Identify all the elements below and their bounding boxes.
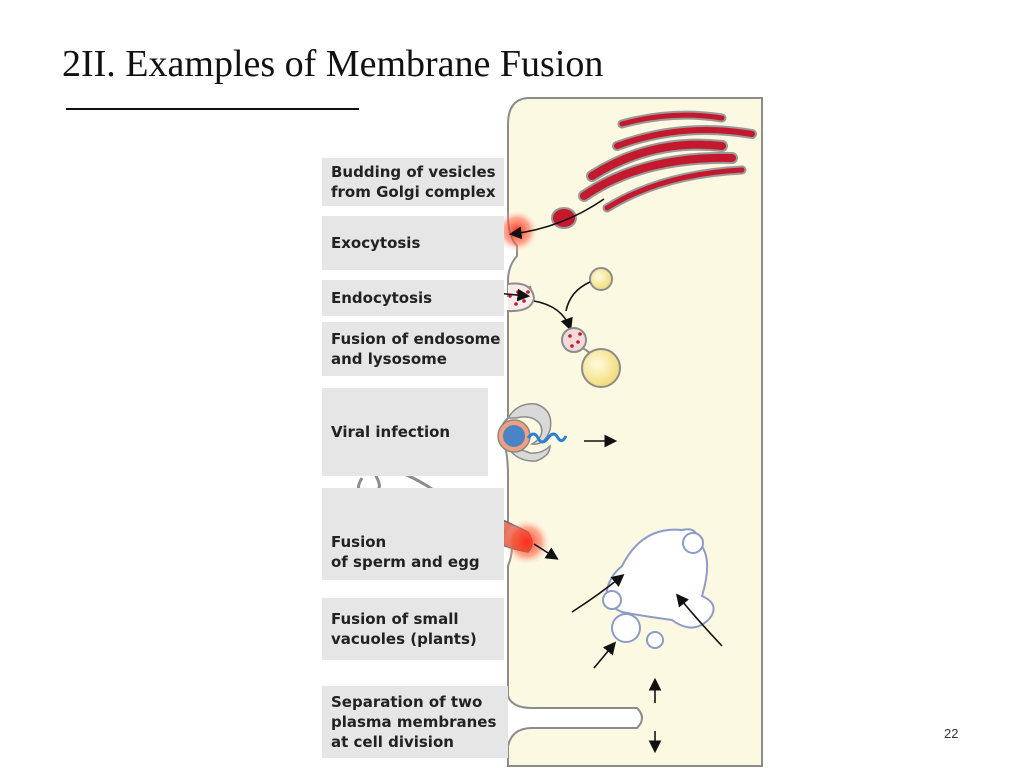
cell-illustration	[356, 97, 763, 767]
page-number: 22	[944, 726, 959, 741]
label-cell-division-text: Separation of two plasma membranes at ce…	[331, 693, 497, 751]
label-plant-vacuoles-text: Fusion of small vacuoles (plants)	[331, 610, 477, 648]
virus-entry	[497, 403, 618, 462]
label-viral-infection: Viral infection	[322, 388, 488, 476]
label-sperm-egg-text: Fusion of sperm and egg	[331, 533, 480, 571]
label-exocytosis-text: Exocytosis	[331, 234, 421, 252]
label-exocytosis: Exocytosis	[322, 216, 504, 270]
slide-title: 2II. Examples of Membrane Fusion	[62, 43, 604, 85]
title-underline	[66, 108, 359, 110]
membrane-fusion-figure: Budding of vesicles from Golgi complex E…	[322, 96, 763, 767]
label-viral-infection-text: Viral infection	[331, 423, 451, 441]
label-endosome-lysosome: Fusion of endosome and lysosome	[322, 322, 504, 376]
plant-vacuoles	[571, 528, 723, 669]
endosome-lysosome	[561, 327, 621, 388]
label-golgi-budding-text: Budding of vesicles from Golgi complex	[331, 163, 496, 201]
label-endocytosis-text: Endocytosis	[331, 289, 433, 307]
label-sperm-egg: Fusion of sperm and egg	[322, 488, 504, 580]
label-plant-vacuoles: Fusion of small vacuoles (plants)	[322, 598, 504, 660]
label-cell-division: Separation of two plasma membranes at ce…	[322, 686, 508, 758]
label-endosome-lysosome-text: Fusion of endosome and lysosome	[331, 330, 501, 368]
label-endocytosis: Endocytosis	[322, 280, 504, 316]
label-golgi-budding: Budding of vesicles from Golgi complex	[322, 158, 504, 206]
endocytosis-pit	[507, 282, 536, 313]
